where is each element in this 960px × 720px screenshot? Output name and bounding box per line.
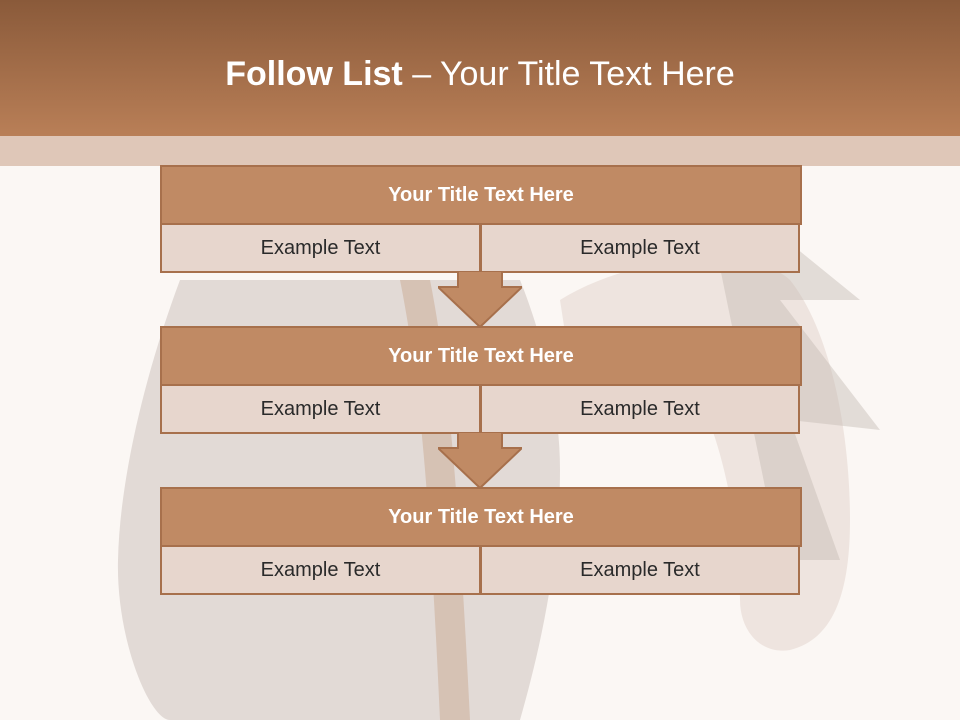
page-title-rest: – Your Title Text Here [412,55,735,93]
step-text-left: Example Text [160,223,481,273]
step-text-left: Example Text [160,545,481,595]
step-box-3: Your Title Text Here Example Text Exampl… [160,487,802,595]
step-text-left: Example Text [160,384,481,434]
down-arrow-icon [438,432,522,490]
step-text-right: Example Text [480,384,800,434]
step-box-1: Your Title Text Here Example Text Exampl… [160,165,802,273]
step-title: Your Title Text Here [160,487,802,547]
step-title: Your Title Text Here [160,326,802,386]
header-band [0,0,960,136]
step-text-right: Example Text [480,223,800,273]
step-title: Your Title Text Here [160,165,802,225]
down-arrow-icon [438,271,522,329]
step-box-2: Your Title Text Here Example Text Exampl… [160,326,802,434]
page-title: Follow List – Your Title Text Here [0,55,960,94]
step-text-right: Example Text [480,545,800,595]
page-title-bold: Follow List [225,55,413,93]
header-strip [0,136,960,166]
